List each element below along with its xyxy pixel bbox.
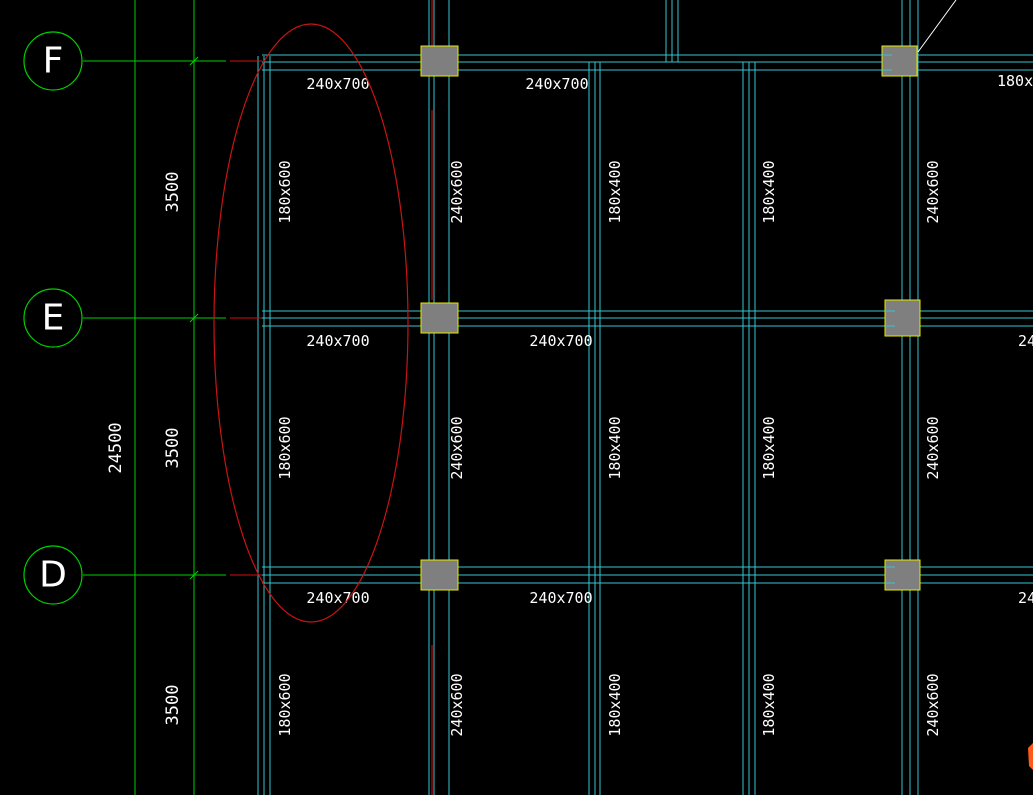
dimension-total: 24500 [106,422,126,473]
beam-label: 180x4 [997,72,1033,90]
axis-label-f: F [43,41,64,82]
column [884,559,921,591]
vertical-beam-lines [257,0,919,795]
middle-column-beam-labels: 180x600 240x600 180x400 180x400 240x600 [276,416,942,479]
beam-label: 180x400 [760,416,778,479]
dimension-span-below-d: 3500 [163,685,183,726]
beam-label: 240x600 [924,673,942,736]
beam-label: 240x600 [924,160,942,223]
upper-column-beam-labels: 180x600 240x600 180x400 180x400 240x600 [276,160,942,223]
beam-label: 240x700 [529,589,592,607]
lower-column-beam-labels: 180x600 240x600 180x400 180x400 240x600 [276,673,942,736]
columns [420,45,921,591]
beam-label: 180x600 [276,416,294,479]
column [420,302,459,334]
beam-label: 24 [1018,332,1033,350]
axis-bubble-d: D [23,545,83,605]
beam-label: 180x600 [276,160,294,223]
grid-dimension-lines [83,0,226,795]
row-f-beam-labels: 240x700 240x700 180x4 [306,72,1033,93]
column [881,45,918,77]
beam-label: 240x700 [306,332,369,350]
column [420,45,459,77]
beam-label: 180x400 [606,673,624,736]
axis-bubble-circle [23,545,83,605]
beam-label: 180x400 [760,673,778,736]
beam-label: 180x400 [760,160,778,223]
dimension-tick [189,56,199,66]
axis-bubble-circle [23,288,83,348]
column [420,559,459,591]
beam-label: 180x600 [276,673,294,736]
orange-marker [1028,743,1033,770]
beam-label: 24 [1018,589,1033,607]
dimension-span-ed: 3500 [163,428,183,469]
axis-label-d: D [39,555,67,596]
beam-label: 240x600 [448,416,466,479]
beam-label: 240x700 [525,75,588,93]
beam-label: 180x400 [606,416,624,479]
dimension-tick [189,313,199,323]
leader-line [917,0,957,53]
row-e-beam-labels: 240x700 240x700 24 [306,332,1033,350]
axis-bubble-f: F [23,31,83,91]
beam-label: 240x700 [529,332,592,350]
column [884,299,921,337]
axis-label-e: E [42,298,65,339]
row-d-beam-labels: 240x700 240x700 24 [306,589,1033,607]
axis-bubble-circle [23,31,83,91]
beam-label: 240x600 [924,416,942,479]
beam-label: 180x400 [606,160,624,223]
column-inner-marks [882,54,895,584]
red-axis-stubs [230,0,433,795]
highlight-ellipse [213,23,409,623]
beam-label: 240x600 [448,160,466,223]
beam-label: 240x700 [306,589,369,607]
dimension-span-fe: 3500 [163,172,183,213]
dimension-tick [189,570,199,580]
beam-label: 240x600 [448,673,466,736]
beam-label: 240x700 [306,75,369,93]
axis-bubble-e: E [23,288,83,348]
